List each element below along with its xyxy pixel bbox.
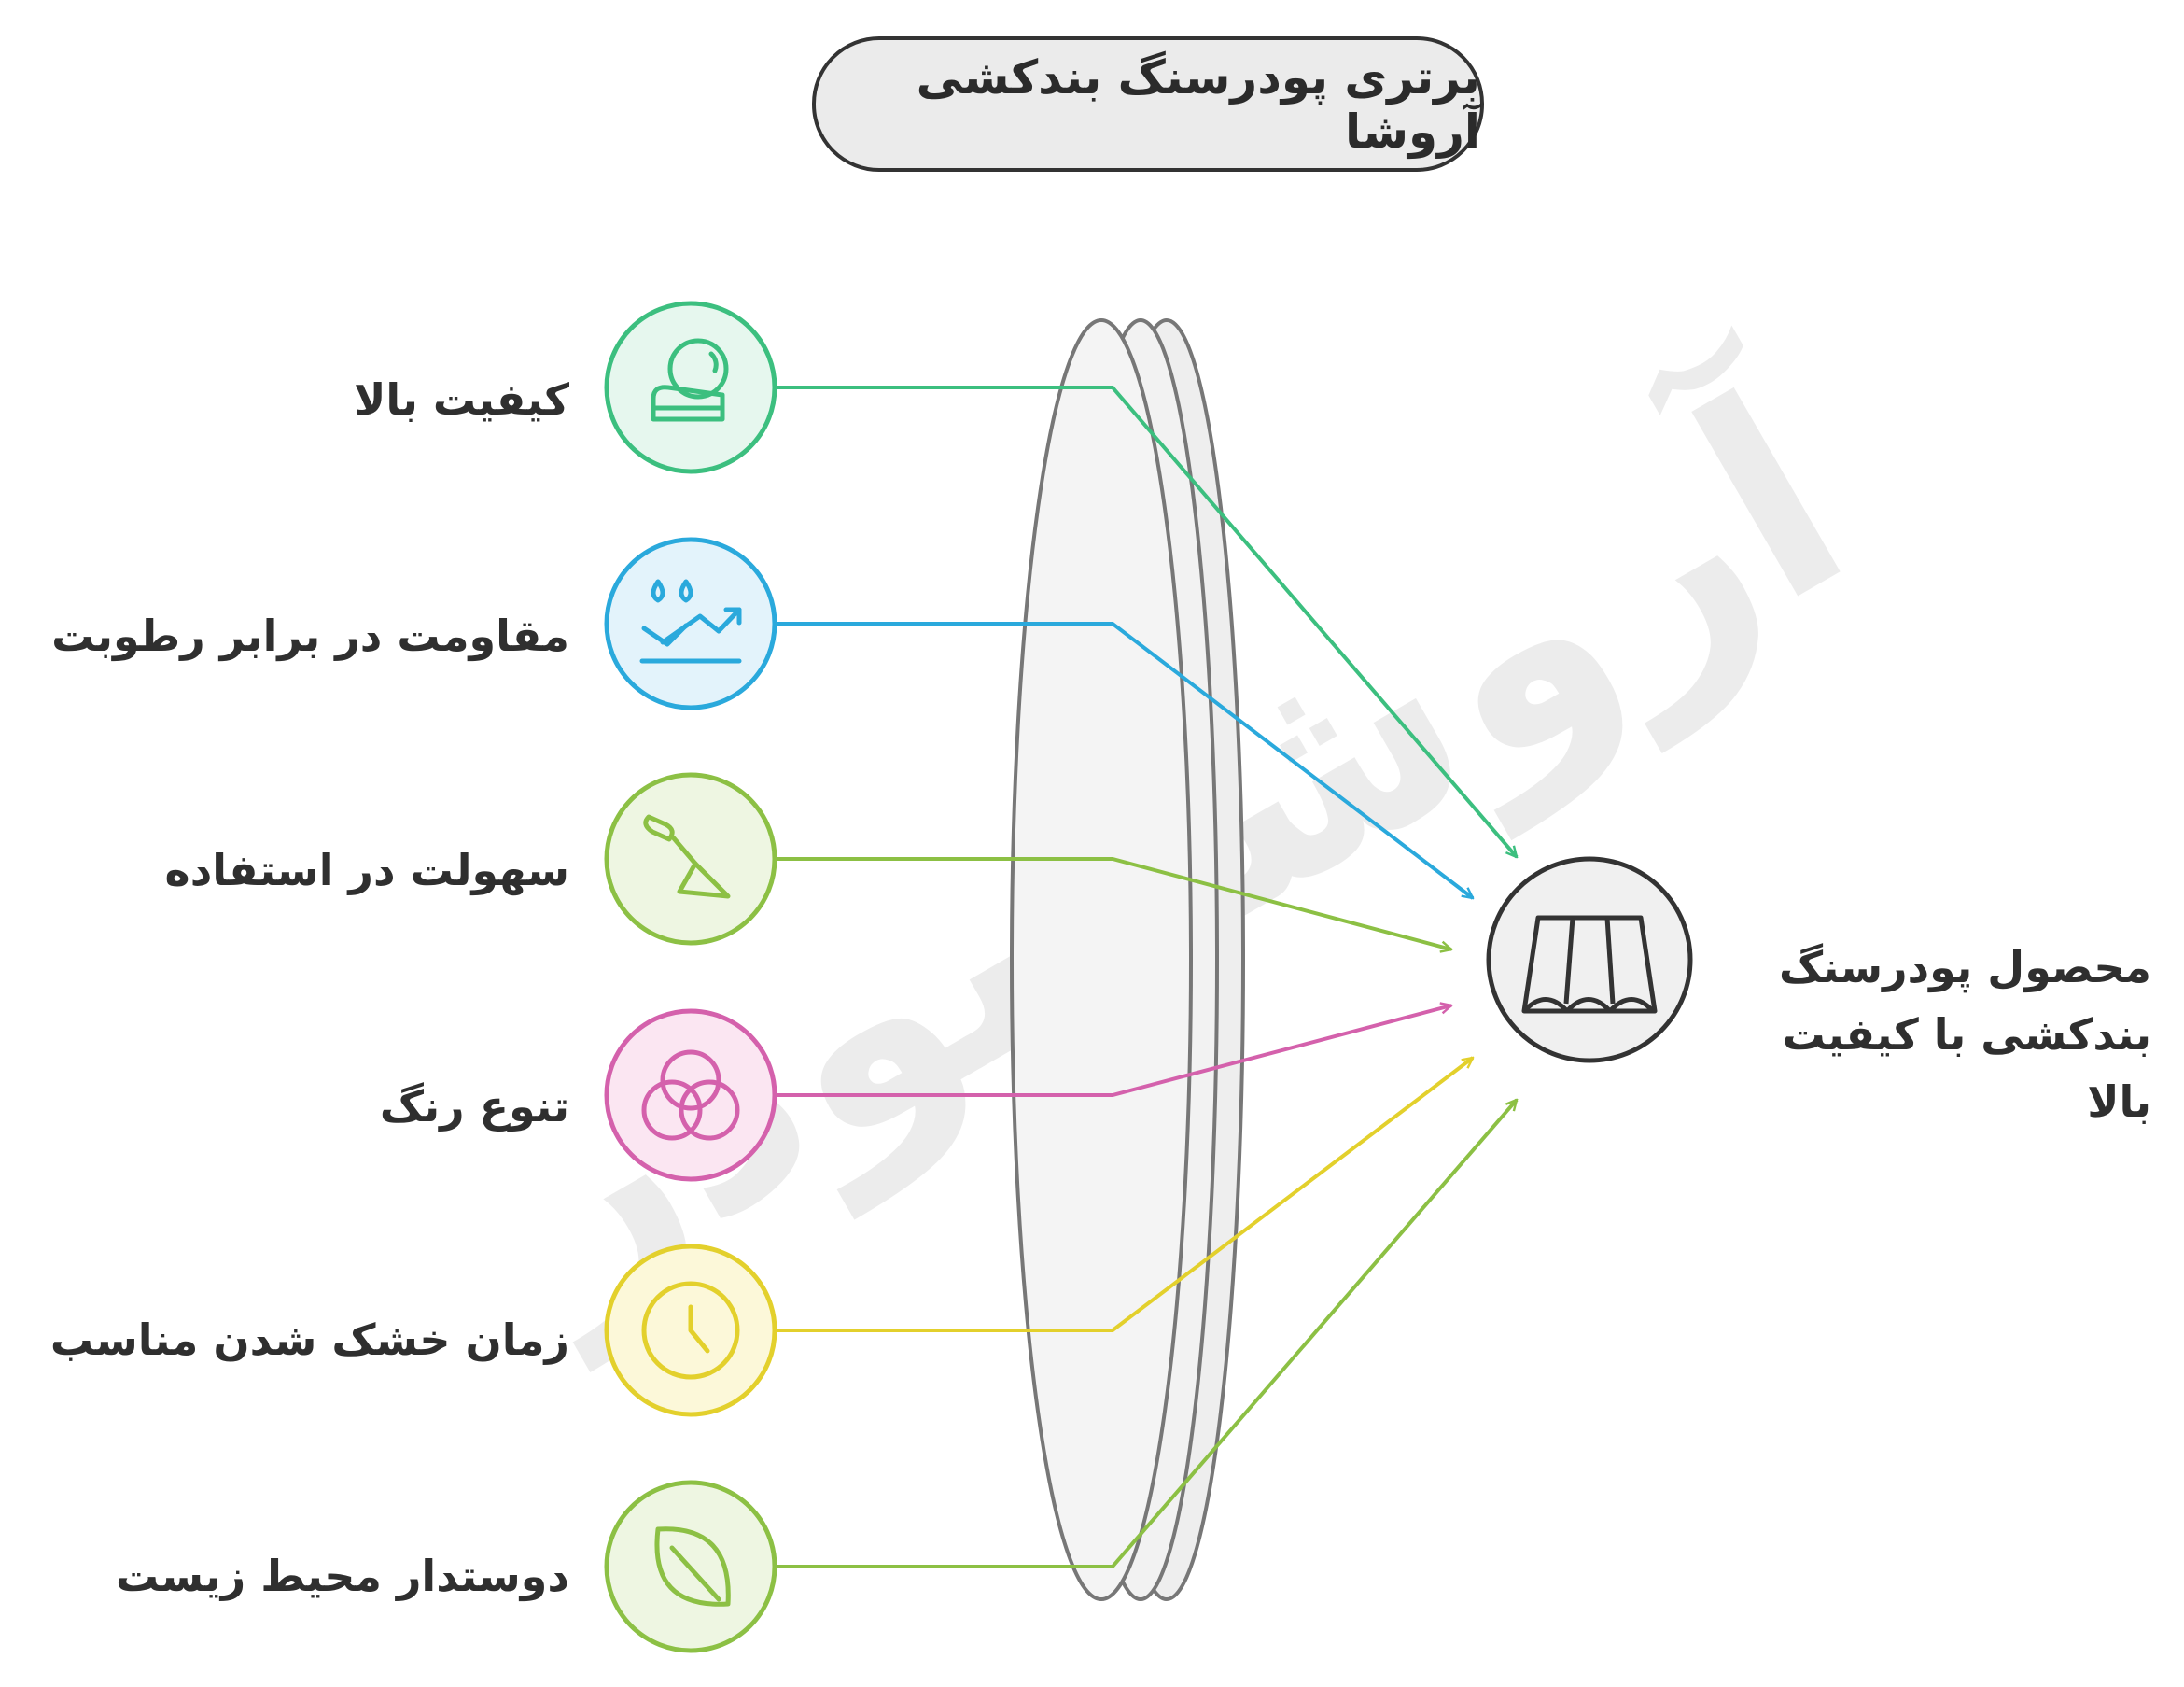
- connector-5: [775, 1058, 1473, 1332]
- feature-label-ease: سهولت در استفاده: [164, 845, 569, 895]
- quality-badge-icon: [651, 338, 729, 422]
- lens-front: [1010, 318, 1193, 1601]
- connector-6: [775, 1100, 1517, 1568]
- result-label: محصول پودرسنگ بندکشی با کیفیت بالا: [1731, 934, 2151, 1135]
- trowel-icon: [643, 814, 731, 899]
- result-node: [1486, 856, 1693, 1063]
- feature-label-moisture: مقاومت در برابر رطوبت: [51, 611, 569, 661]
- feature-circle-4: [604, 1008, 777, 1182]
- grout-tile-icon: [1521, 915, 1658, 1014]
- result-circle: [1486, 856, 1693, 1063]
- feature-node-3: [604, 772, 777, 946]
- clock-icon: [641, 1281, 740, 1380]
- title-box: برتری پودرسنگ بندکشی آروشا: [812, 36, 1484, 172]
- feature-node-5: [604, 1244, 777, 1417]
- connector-1: [775, 386, 1517, 857]
- feature-circle-1: [604, 301, 777, 474]
- feature-node-2: [604, 537, 777, 710]
- feature-icons: [604, 301, 777, 1653]
- feature-node-4: [604, 1008, 777, 1182]
- connector-4: [775, 1005, 1451, 1097]
- diagram-title: برتری پودرسنگ بندکشی آروشا: [916, 49, 1480, 159]
- feature-node-6: [604, 1480, 777, 1653]
- connectors: [775, 386, 1517, 1568]
- lens: [1010, 318, 1245, 1601]
- connector-3: [775, 857, 1451, 949]
- result-label-line1: محصول پودرسنگ: [1778, 942, 2151, 992]
- feature-label-color: تنوع رنگ: [379, 1081, 569, 1132]
- water-resistance-icon: [639, 579, 742, 664]
- feature-label-eco: دوستدار محیط زیست: [116, 1551, 569, 1601]
- connector-2: [775, 622, 1473, 898]
- feature-node-1: [604, 301, 777, 474]
- leaf-icon: [654, 1526, 731, 1607]
- result-label-line2: بندکشی با کیفیت بالا: [1782, 1009, 2151, 1127]
- feature-label-quality: کیفیت بالا: [354, 374, 569, 425]
- color-circles-icon: [641, 1049, 740, 1141]
- feature-label-drying: زمان خشک شدن مناسب: [49, 1314, 569, 1365]
